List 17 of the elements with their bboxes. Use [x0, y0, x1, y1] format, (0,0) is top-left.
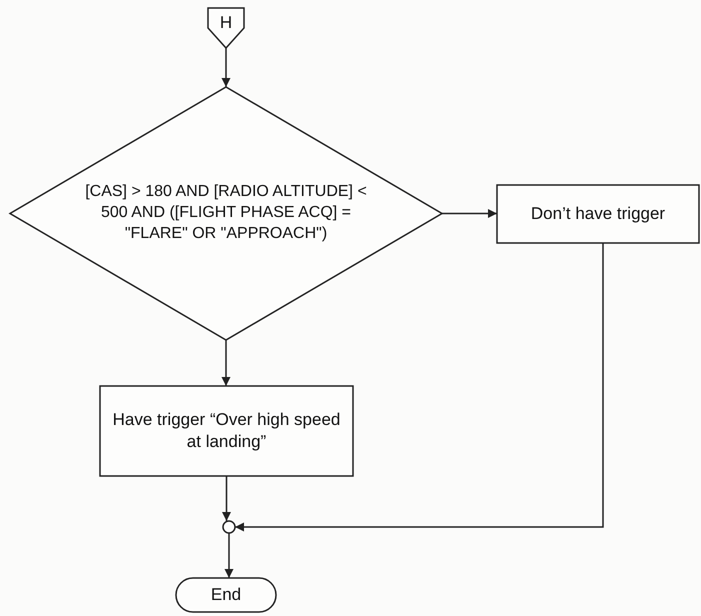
arrow	[222, 48, 230, 87]
process-box	[497, 185, 699, 243]
node-text: [CAS] > 180 AND [RADIO ALTITUDE] < 500 AND ([FLIGHT PHASE ACQ] = "FLARE" OR "APPROACH")	[84, 182, 368, 244]
process-box	[100, 386, 353, 476]
arrow	[442, 209, 497, 218]
arrow	[224, 533, 234, 578]
node-text: Don’t have trigger	[530, 202, 666, 225]
terminator	[176, 578, 276, 612]
decision-diamond	[10, 87, 442, 340]
off-page-connector	[208, 8, 244, 48]
connector-circle	[223, 521, 235, 533]
node-text: End	[210, 584, 242, 606]
arrow	[235, 243, 604, 532]
node-text: Have trigger “Over high speed at landing”	[112, 408, 342, 453]
arrow	[222, 476, 231, 521]
arrow	[222, 340, 230, 386]
node-text: H	[218, 12, 234, 34]
